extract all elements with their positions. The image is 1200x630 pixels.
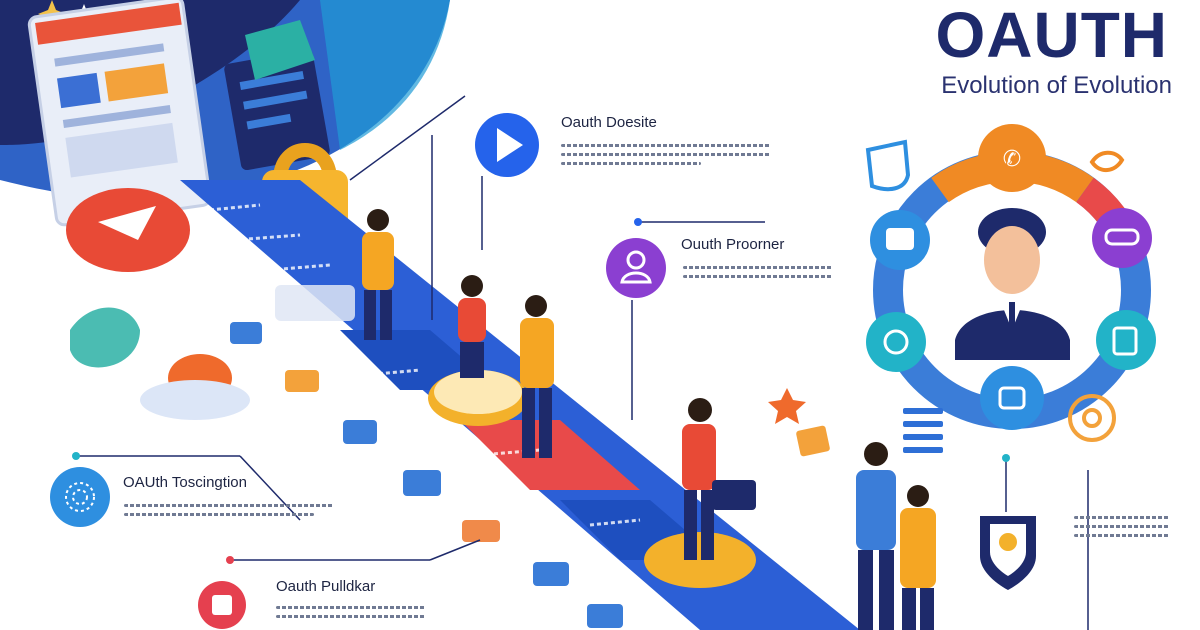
placeholder-text-lines	[1074, 510, 1169, 543]
shadow-ellipse	[140, 380, 250, 420]
browser-window-illustration	[27, 0, 212, 227]
placeholder-text-lines	[124, 498, 334, 522]
monitor-illustration	[224, 49, 330, 171]
page-subtitle: Evolution of Evolution	[941, 72, 1172, 99]
person-illustration	[362, 209, 394, 340]
businessman-avatar	[955, 208, 1070, 360]
paper-plane-icon	[98, 206, 156, 240]
gold-coin	[644, 532, 756, 588]
floating-card	[462, 520, 500, 542]
shield-badge-icon	[980, 516, 1036, 590]
person-illustration	[520, 295, 554, 458]
connector-dot	[72, 452, 80, 460]
ring-badge	[980, 366, 1044, 430]
callout-label: Oauth Doesite	[561, 114, 657, 131]
floating-card	[285, 370, 319, 392]
shield-icon	[865, 139, 911, 192]
ring-badge	[870, 210, 930, 270]
callout-label: Oauth Pulldkar	[276, 578, 376, 595]
puzzle-icon	[198, 581, 246, 629]
play-icon	[475, 113, 539, 177]
gear-icon	[1068, 394, 1116, 442]
connector-dot	[226, 556, 234, 564]
floating-card	[587, 604, 623, 628]
placeholder-text-lines	[561, 138, 771, 171]
ring-badge	[1096, 310, 1156, 370]
placeholder-text-lines	[276, 600, 426, 624]
floating-card	[343, 420, 377, 444]
floating-card	[533, 562, 569, 586]
person-illustration	[458, 275, 486, 378]
person-illustration	[900, 485, 936, 630]
ring-badge: ✆	[978, 124, 1046, 192]
user-icon	[606, 238, 666, 298]
star-icon	[768, 388, 806, 424]
ring-badge	[866, 312, 926, 372]
connector-dot	[1002, 454, 1010, 462]
tag-illustration	[245, 20, 315, 80]
connector-lines	[76, 95, 1089, 630]
floating-card	[403, 470, 441, 496]
plant-illustration	[70, 307, 140, 368]
floating-card	[230, 322, 262, 344]
svg-text:✆: ✆	[1003, 146, 1021, 171]
person-illustration	[856, 442, 896, 630]
list-icon	[903, 408, 943, 453]
gold-coin-top	[434, 370, 522, 414]
fingerprint-icon	[50, 467, 110, 527]
path-panel	[275, 285, 355, 321]
laptop-illustration	[712, 480, 756, 510]
leaf-icon	[1089, 150, 1125, 172]
clipboard-illustration	[796, 425, 830, 457]
page-title: OAUTH	[935, 0, 1168, 71]
callout-label: Ouuth Proorner	[681, 236, 785, 253]
placeholder-text-lines	[683, 260, 833, 284]
callout-label: OAUth Toscingtion	[123, 474, 247, 491]
background-blob-teal	[320, 0, 450, 150]
connector-dot	[634, 218, 642, 226]
ring-badge	[1092, 208, 1152, 268]
person-illustration	[682, 398, 716, 560]
